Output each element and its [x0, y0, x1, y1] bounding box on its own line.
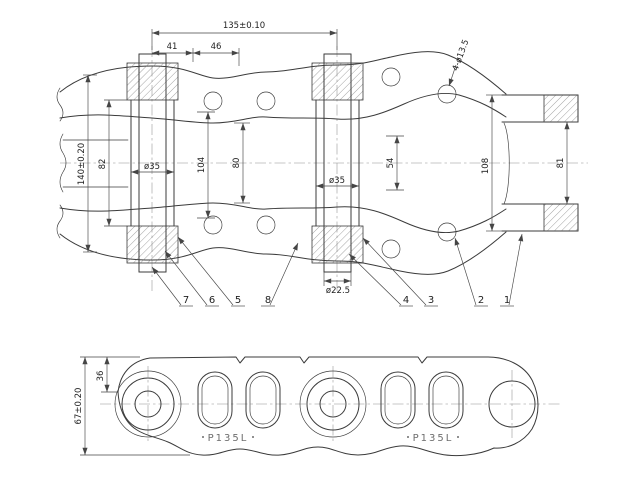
dim-81: 81 [556, 121, 578, 205]
dim-pitch-label: 135±0.10 [223, 21, 265, 31]
pin-hole [134, 390, 162, 418]
balloon-4: 4 [348, 253, 413, 307]
dim-108-label: 108 [481, 158, 491, 174]
end-pin-hole [488, 380, 536, 428]
dim-pin-dia-label: ø22.5 [326, 286, 350, 296]
link-plates-bottom [56, 202, 507, 275]
cast-markings: P135L P135L [202, 433, 459, 444]
dim-36: 36 [80, 356, 140, 393]
bolt-hole [437, 84, 457, 104]
balloon-8-label: 8 [265, 295, 271, 306]
pin-boss-right [299, 370, 367, 438]
dim-80: 80 [232, 122, 250, 204]
dim-108: 108 [481, 94, 502, 232]
balloon-6-label: 6 [209, 295, 215, 306]
balloon-6: 6 [164, 250, 219, 307]
dim-104-label: 104 [197, 157, 207, 173]
dim-height-140: 140±0.20 [77, 74, 97, 253]
balloon-8: 8 [261, 242, 299, 307]
dim-bushing-dia-right: ø35 [316, 176, 359, 189]
link-plates-top [56, 51, 507, 124]
dim-46: 46 [193, 42, 239, 56]
pin-hole [319, 390, 347, 418]
cast-marking-left: P135L [208, 433, 249, 444]
lightening-windows [197, 371, 464, 429]
bolt-hole [256, 91, 276, 111]
dim-height-67-label: 67±0.20 [74, 388, 84, 425]
dim-36-label: 36 [96, 371, 106, 382]
part-balloons: 7 6 5 8 4 3 2 [151, 233, 524, 307]
dim-bolt-holes-label: 4-ø13.5 [451, 38, 472, 72]
balloon-2: 2 [454, 237, 488, 307]
side-view: P135L P135L 36 67±0.20 [74, 356, 539, 457]
balloon-7-label: 7 [183, 295, 189, 306]
bolt-hole [203, 91, 223, 111]
fork-section-hatch [543, 203, 579, 232]
dim-bushing-dia-left: ø35 [131, 162, 174, 175]
balloon-2-label: 2 [478, 295, 484, 306]
dim-41-label: 41 [167, 42, 178, 52]
balloon-3-label: 3 [428, 295, 434, 306]
window [245, 371, 281, 429]
dim-pitch-135: 135±0.10 [151, 21, 338, 50]
balloon-5: 5 [177, 236, 245, 307]
dim-80-label: 80 [232, 158, 242, 169]
dim-81-label: 81 [556, 158, 566, 169]
balloon-1-label: 1 [504, 295, 510, 306]
fork-section-hatch [543, 94, 579, 123]
dim-pin-dia: ø22.5 [323, 272, 352, 296]
dim-54-label: 54 [386, 158, 396, 169]
balloon-3: 3 [362, 237, 438, 307]
dim-bushing-dia-right-label: ø35 [329, 176, 345, 186]
dim-height-140-label: 140±0.20 [77, 143, 87, 185]
window [197, 371, 233, 429]
dim-82: 82 [98, 99, 127, 227]
dim-bolt-holes: 4-ø13.5 [448, 38, 472, 87]
balloon-4-label: 4 [403, 295, 409, 306]
boss-section-hatch [126, 62, 179, 101]
left-broken-link [59, 133, 129, 193]
cast-marking-right: P135L [413, 433, 454, 444]
balloon-5-label: 5 [235, 295, 241, 306]
dim-104: 104 [197, 111, 215, 219]
balloon-7: 7 [151, 266, 193, 307]
bolt-hole [381, 67, 401, 87]
dim-height-67: 67±0.20 [74, 357, 190, 456]
fork-link-end [501, 94, 579, 232]
window [380, 371, 416, 429]
dim-bushing-dia-left-label: ø35 [144, 162, 160, 172]
window [428, 371, 464, 429]
pin-boss-left [114, 370, 182, 438]
link-side-profile [117, 356, 539, 457]
dim-46-label: 46 [211, 42, 222, 52]
dim-54: 54 [386, 135, 404, 191]
balloon-1: 1 [500, 233, 524, 307]
dim-82-label: 82 [98, 159, 108, 170]
